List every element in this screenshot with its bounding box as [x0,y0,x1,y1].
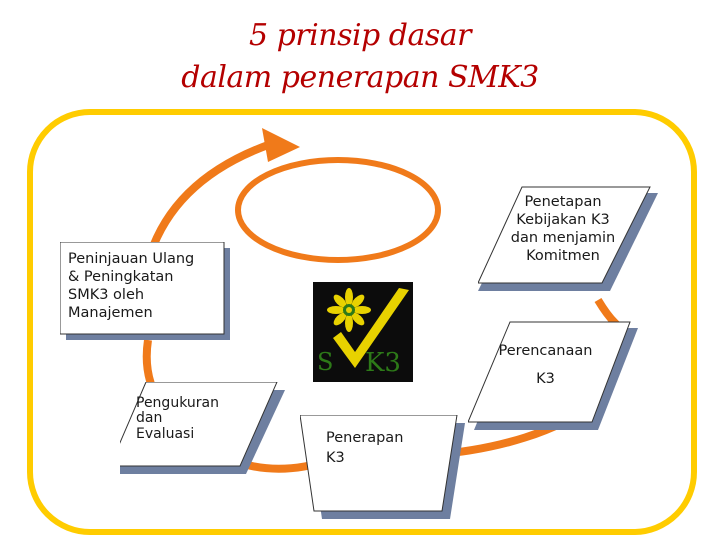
node-measurement: Pengukuran dan Evaluasi [120,382,285,474]
node-label: Penerapan K3 [326,430,404,466]
node-management-review: Peninjauan Ulang & Peningkatan SMK3 oleh… [60,242,232,342]
check-mark-icon [333,288,409,368]
smk3-logo: S K3 [313,282,413,382]
logo-letters-k3: K3 [365,348,401,378]
title-line-1: 5 prinsip dasar [248,18,472,53]
node-box [468,321,638,430]
continuous-improvement-label: Peningkatan Berkelanjutan [290,188,381,220]
node-label: Peninjauan Ulang & Peningkatan SMK3 oleh… [68,251,195,322]
continuous-improvement-ellipse [235,157,441,263]
rounded-frame [27,109,697,535]
logo-letter-s: S [317,348,334,376]
title-line-2: dalam penerapan SMK3 [181,60,539,95]
node-box [60,242,230,340]
node-box [120,382,285,474]
node-planning: Perencanaan K3 [468,320,638,432]
cycle-arrow-head [262,128,300,162]
node-box [300,415,465,519]
node-label: Perencanaan K3 [498,343,593,387]
cycle-arc-top-left [146,141,270,257]
node-box [478,186,658,291]
node-policy: Penetapan Kebijakan K3 dan menjamin Komi… [478,185,658,295]
node-label: Pengukuran dan Evaluasi [136,395,219,442]
node-label: Penetapan Kebijakan K3 dan menjamin Komi… [510,194,616,265]
node-implementation: Penerapan K3 [300,415,465,520]
flower-icon [327,288,371,332]
logo-graphic [327,288,409,368]
